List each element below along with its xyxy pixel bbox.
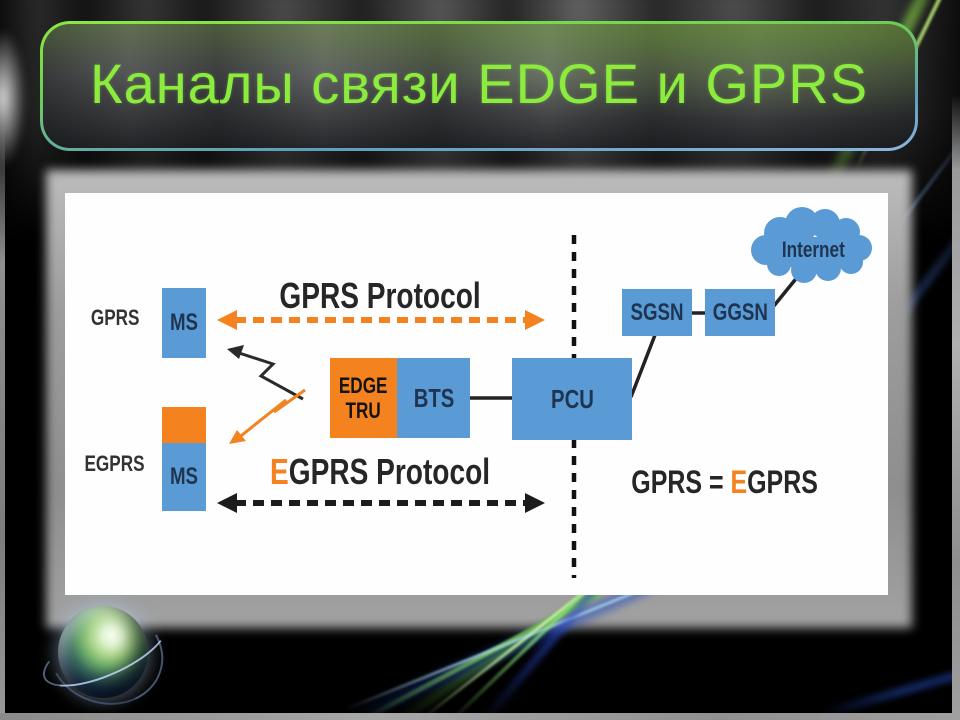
egprs-protocol-text: EGPRS Protocol — [270, 453, 490, 491]
title-box-surface: Каналы связи EDGE и GPRS — [43, 24, 915, 148]
node-pcu: PCU — [512, 358, 632, 440]
slide-edge-right — [952, 95, 960, 720]
node-ms-egprs-orange-cap — [162, 407, 206, 443]
slide-title: Каналы связи EDGE и GPRS — [89, 51, 869, 115]
radio-link-egprs-arrowhead — [229, 430, 246, 444]
equation-e: E — [730, 464, 748, 500]
equation-prefix: GPRS = — [631, 464, 731, 500]
gprs-arrowhead-right — [525, 310, 545, 330]
node-ggsn: GGSN — [705, 289, 775, 336]
egprs-arrowhead-left — [217, 493, 237, 513]
node-sgsn-label: SGSN — [630, 298, 684, 326]
title-box: Каналы связи EDGE и GPRS — [40, 21, 918, 151]
egprs-protocol-label: EGPRS Protocol — [195, 453, 565, 491]
row-label-gprs-text: GPRS — [90, 305, 140, 330]
gprs-arrowhead-left — [217, 310, 237, 330]
globe-image — [33, 588, 177, 720]
node-ggsn-label: GGSN — [712, 298, 768, 326]
equation-suffix: GPRS — [747, 464, 819, 500]
row-label-egprs: EGPRS — [69, 451, 161, 477]
node-ms-gprs: MS — [162, 288, 206, 358]
slide-edge-left — [0, 110, 5, 720]
node-edge-tru: EDGE TRU — [330, 358, 397, 438]
radio-link-egprs-zigzag — [236, 388, 306, 441]
internet-label: Internet — [763, 237, 863, 263]
gprs-equals-egprs: GPRS = EGPRS — [600, 465, 850, 499]
node-edge-tru-line1: EDGE — [339, 372, 388, 398]
radio-link-gprs-arrowhead — [227, 345, 244, 359]
radio-link-gprs-zigzag — [235, 350, 304, 401]
node-bts-label: BTS — [413, 382, 454, 413]
earth-sphere — [58, 606, 148, 698]
light-beam-corner-blue — [818, 632, 960, 719]
node-edge-tru-label: EDGE TRU — [339, 373, 388, 424]
ggsn-internet-link — [771, 273, 801, 309]
node-ms-egprs: MS — [162, 407, 206, 511]
internet-label-text: Internet — [781, 237, 845, 262]
row-label-egprs-text: EGPRS — [84, 451, 146, 476]
node-ms-egprs-body: MS — [162, 443, 206, 511]
node-edge-tru-line2: TRU — [345, 398, 382, 423]
node-ms-egprs-label: MS — [169, 463, 199, 490]
gprs-protocol-label: GPRS Protocol — [195, 277, 565, 315]
diagram-connectors — [217, 207, 872, 578]
gprs-protocol-text: GPRS Protocol — [279, 275, 481, 316]
node-pcu-label: PCU — [550, 383, 594, 414]
diagram-canvas: GPRS MS EGPRS MS GPRS Protocol EGPRS Pro… — [65, 193, 888, 595]
row-label-gprs: GPRS — [75, 305, 155, 331]
pcu-sgsn-link — [629, 334, 657, 398]
egprs-protocol-e: E — [269, 451, 289, 492]
node-sgsn: SGSN — [622, 289, 692, 336]
node-bts: BTS — [397, 358, 470, 438]
slide-edge-bottom — [0, 713, 960, 720]
equation-text: GPRS = EGPRS — [632, 465, 819, 499]
internet-cloud — [751, 207, 872, 283]
egprs-protocol-rest: GPRS Protocol — [288, 451, 490, 492]
node-ms-gprs-label: MS — [169, 309, 199, 336]
egprs-arrowhead-right — [525, 493, 545, 513]
